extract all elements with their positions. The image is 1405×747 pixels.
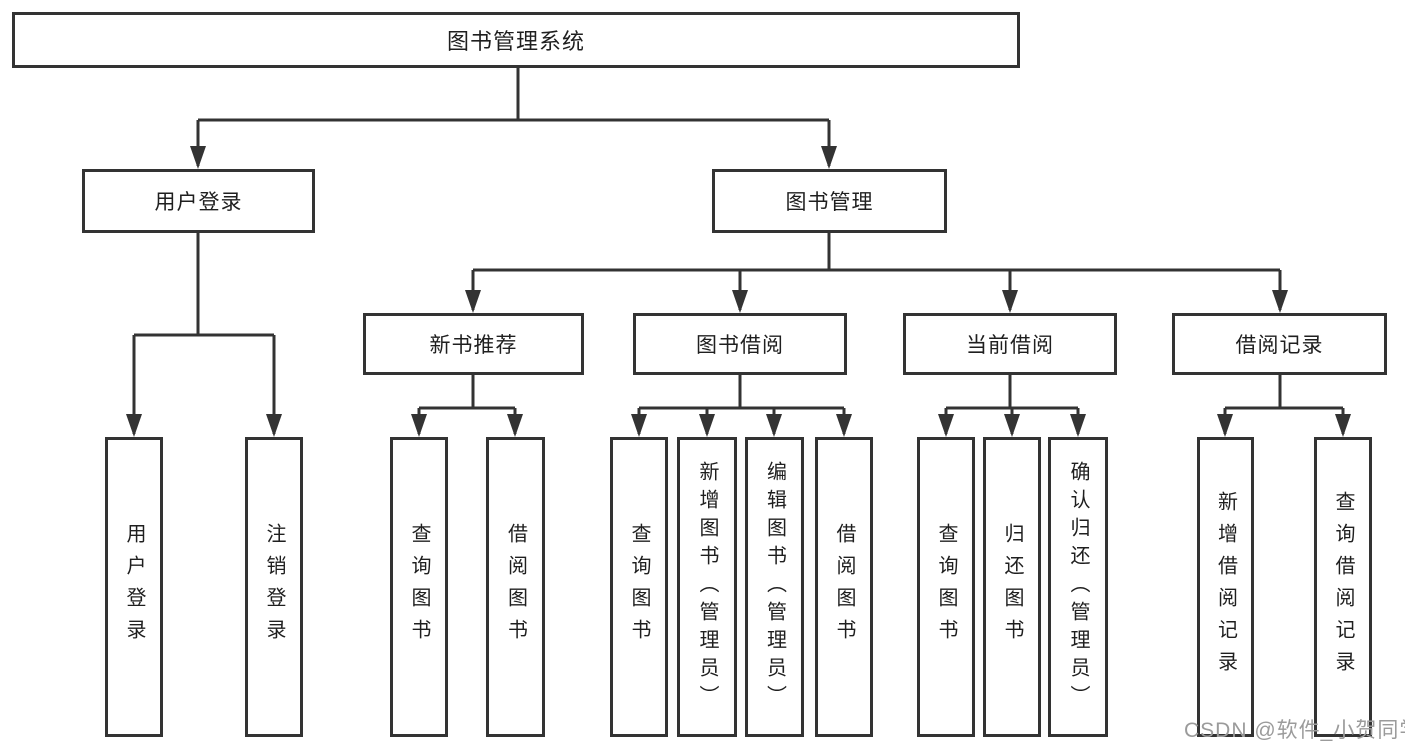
node-new-book-recommend-label: 新书推荐 bbox=[429, 334, 518, 357]
node-current-borrow: 当前借阅 bbox=[903, 313, 1117, 375]
node-root-label: 图书管理系统 bbox=[446, 29, 585, 54]
node-user-login: 用户登录 bbox=[82, 169, 315, 233]
node-new-book-recommend: 新书推荐 bbox=[363, 313, 584, 375]
node-book-borrow-label: 图书借阅 bbox=[696, 334, 784, 357]
node-current-borrow-label: 当前借阅 bbox=[966, 334, 1054, 357]
leaf-logout: 注销登录 bbox=[245, 437, 303, 737]
node-user-login-label: 用户登录 bbox=[154, 191, 243, 214]
leaf-borrow-book-1: 借阅图书 bbox=[486, 437, 545, 737]
node-root: 图书管理系统 bbox=[12, 12, 1020, 68]
arrowheads bbox=[126, 146, 1351, 437]
node-borrow-record-label: 借阅记录 bbox=[1235, 334, 1324, 357]
leaf-user-login: 用户登录 bbox=[105, 437, 163, 737]
leaf-query-borrow-record: 查询借阅记录 bbox=[1314, 437, 1372, 737]
leaf-return-book: 归还图书 bbox=[983, 437, 1041, 737]
node-book-management: 图书管理 bbox=[712, 169, 947, 233]
leaf-query-book-3: 查询图书 bbox=[917, 437, 975, 737]
leaf-add-book-admin: 新增图书（管理员） bbox=[677, 437, 737, 737]
leaf-edit-book-admin: 编辑图书（管理员） bbox=[745, 437, 804, 737]
leaf-confirm-return-admin: 确认归还（管理员） bbox=[1048, 437, 1108, 737]
leaf-query-book-1: 查询图书 bbox=[390, 437, 448, 737]
leaf-add-borrow-record: 新增借阅记录 bbox=[1197, 437, 1254, 737]
node-borrow-record: 借阅记录 bbox=[1172, 313, 1387, 375]
node-book-management-label: 图书管理 bbox=[785, 191, 874, 214]
node-book-borrow: 图书借阅 bbox=[633, 313, 847, 375]
leaf-borrow-book-2: 借阅图书 bbox=[815, 437, 873, 737]
csdn-watermark: CSDN @软件_小贺同学 bbox=[1184, 719, 1405, 742]
leaf-query-book-2: 查询图书 bbox=[610, 437, 668, 737]
